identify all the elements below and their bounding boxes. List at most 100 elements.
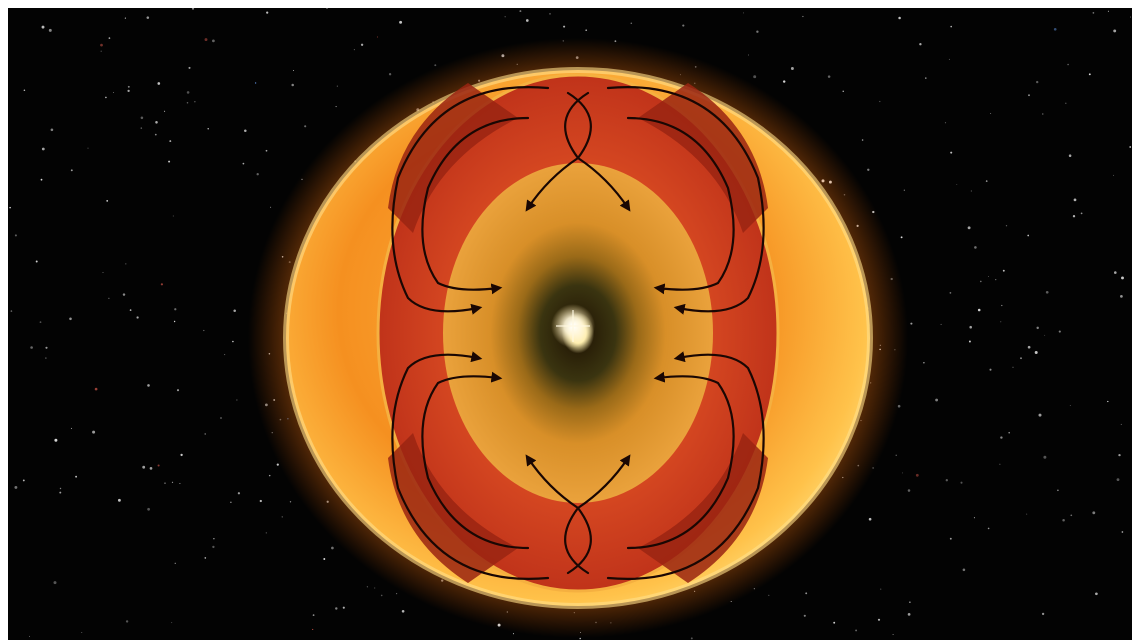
star-dot <box>896 455 897 456</box>
star-dot <box>1118 454 1120 456</box>
star-dot <box>312 629 313 630</box>
star-dot <box>335 607 337 609</box>
star-dot <box>95 388 98 391</box>
star-dot <box>232 341 234 343</box>
star-dot <box>92 431 95 434</box>
star-dot <box>990 113 991 114</box>
star-dot <box>266 150 268 152</box>
star-dot <box>60 488 61 489</box>
star-dot <box>40 321 42 323</box>
star-dot <box>105 97 107 99</box>
star-dot <box>974 246 977 249</box>
star-dot <box>434 64 436 66</box>
star-dot <box>155 121 158 124</box>
star-dot <box>950 152 952 154</box>
star-dot <box>980 281 982 283</box>
star-dot <box>1092 511 1095 514</box>
star-dot <box>902 472 903 473</box>
star-dot <box>118 499 121 502</box>
star-dot <box>125 18 126 19</box>
star-dot <box>956 184 957 185</box>
star-dot <box>71 169 73 171</box>
star-dot <box>893 634 894 635</box>
star-dot <box>1121 276 1124 279</box>
star-dot <box>230 502 231 503</box>
star-dot <box>904 190 905 191</box>
star-dot <box>1065 103 1066 104</box>
star-dot <box>941 324 942 325</box>
star-dot <box>963 569 966 572</box>
star-dot <box>30 346 33 349</box>
star-dot <box>381 595 383 597</box>
star-dot <box>54 439 57 442</box>
star-dot <box>862 139 864 141</box>
star-dot <box>1027 235 1029 237</box>
star-dot <box>174 321 175 322</box>
star-dot <box>1113 29 1116 32</box>
star-dot <box>172 482 173 483</box>
star-dot <box>42 148 45 151</box>
star-dot <box>157 82 160 85</box>
star-dot <box>1057 489 1059 491</box>
star-dot <box>323 558 325 560</box>
star-dot <box>155 134 157 136</box>
star-dot <box>243 163 245 165</box>
star-dot <box>238 492 240 494</box>
star-dot <box>513 633 514 634</box>
star-dot <box>1069 154 1072 157</box>
star-dot <box>682 25 684 27</box>
star-dot <box>14 486 17 489</box>
star-dot <box>802 16 803 17</box>
star-dot <box>399 21 402 24</box>
star-dot <box>23 479 25 481</box>
star-dot <box>87 148 88 149</box>
star-dot <box>950 538 952 540</box>
star-dot <box>1006 225 1007 226</box>
star-dot <box>207 128 208 129</box>
star-dot <box>290 501 291 502</box>
star-dot <box>213 538 214 539</box>
star-dot <box>374 587 375 588</box>
star-dot <box>1081 213 1083 215</box>
star-dot <box>188 67 190 69</box>
star-dot <box>293 70 294 71</box>
star-dot <box>1117 478 1120 481</box>
star-dot <box>108 298 109 299</box>
star-dot <box>257 173 259 175</box>
star-dot <box>54 581 57 584</box>
star-dot <box>212 546 214 548</box>
star-dot <box>179 483 180 484</box>
star-dot <box>1070 405 1071 406</box>
star-dot <box>270 207 271 208</box>
star-dot <box>969 326 972 329</box>
star-dot <box>168 161 170 163</box>
solar-image-frame <box>8 8 1132 640</box>
star-dot <box>212 40 215 43</box>
star-dot <box>1028 94 1030 96</box>
star-dot <box>41 179 43 181</box>
star-dot <box>9 207 11 209</box>
star-dot <box>100 44 103 47</box>
star-dot <box>916 474 919 477</box>
star-dot <box>1000 321 1001 322</box>
star-dot <box>106 200 108 202</box>
star-dot <box>879 101 880 102</box>
star-dot <box>204 433 205 434</box>
star-dot <box>1074 199 1077 202</box>
star-dot <box>51 128 54 131</box>
star-dot <box>158 464 160 466</box>
star-dot <box>1122 531 1124 533</box>
star-dot <box>141 127 142 128</box>
star-dot <box>29 636 30 637</box>
star-dot <box>843 91 844 92</box>
star-dot <box>833 622 835 624</box>
star-dot <box>128 86 130 88</box>
star-dot <box>147 16 150 19</box>
star-dot <box>949 59 950 60</box>
star-dot <box>233 310 236 313</box>
star-dot <box>999 464 1000 465</box>
star-dot <box>753 75 756 78</box>
star-dot <box>631 22 633 24</box>
star-dot <box>174 308 176 310</box>
star-dot <box>164 111 165 112</box>
